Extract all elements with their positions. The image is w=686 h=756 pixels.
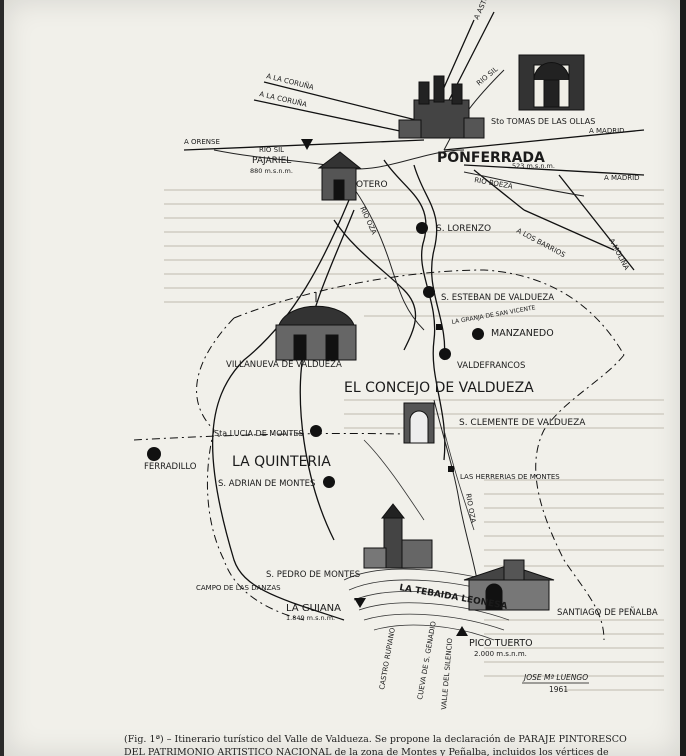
label-pajariel: PAJARIEL (252, 156, 291, 166)
label-orense: A ORENSE (184, 138, 220, 146)
label-quinteria: LA QUINTERIA (232, 454, 331, 470)
label-rio-oza2: RIO OZA (464, 493, 477, 524)
valdueza-map: A LA CORUÑA A LA CORUÑA A ORENSE A MADRI… (133, 0, 664, 710)
label-cueva: CUEVA DE S. GENADIO (416, 620, 438, 700)
label-ponferrada: PONFERRADA (437, 150, 545, 166)
signature: JOSE Mª LUENGO (522, 673, 588, 682)
peak-markers (301, 139, 468, 636)
label-ponferrada-alt: 523 m.s.n.m. (512, 162, 555, 170)
label-otero: OTERO (356, 180, 388, 190)
figure-caption: (Fig. 1ª) – Itinerario turístico del Val… (124, 733, 684, 756)
label-santiago: SANTIAGO DE PEÑALBA (557, 607, 658, 618)
otero-church-icon (317, 151, 362, 201)
label-santo-tomas: Sto TOMAS DE LAS OLLAS (491, 117, 595, 126)
label-madrid2: A MADRID (604, 174, 640, 182)
bleed-through-text (164, 189, 664, 691)
label-astorga: A ASTORGA (473, 0, 498, 21)
santiago-church-icon (463, 559, 555, 611)
label-san-esteban: S. ESTEBAN DE VALDUEZA (441, 293, 554, 303)
label-san-clemente: S. CLEMENTE DE VALDUEZA (459, 418, 586, 428)
castle-icon (398, 75, 485, 139)
label-aquiana: LA GUIANA (286, 603, 341, 614)
label-campo-danzas: CAMPO DE LAS DANZAS (196, 584, 281, 592)
label-concejo: EL CONCEJO DE VALDUEZA (344, 380, 534, 396)
page-edge (680, 0, 686, 756)
place-markers (147, 222, 484, 488)
label-villanueva: VILLANUEVA DE VALDUEZA (226, 360, 342, 370)
label-valdefrancos: VALDEFRANCOS (457, 361, 525, 371)
book-page: A LA CORUÑA A LA CORUÑA A ORENSE A MADRI… (4, 0, 680, 756)
boundary (133, 269, 625, 641)
label-san-lorenzo: S. LORENZO (436, 224, 491, 234)
label-rio-sil1: RIO SIL (475, 65, 499, 87)
label-santa-lucia: Sta LUCIA DE MONTES (214, 429, 304, 438)
signature-year: 1961 (549, 685, 568, 694)
santo-tomas-church-icon (518, 54, 585, 111)
caption-line-1: (Fig. 1ª) – Itinerario turístico del Val… (124, 734, 627, 745)
label-herrerias: LAS HERRERIAS DE MONTES (460, 473, 560, 481)
label-manzanedo: MANZANEDO (491, 328, 554, 339)
rivers-lines (213, 69, 585, 591)
label-pico-alt: 2.000 m.s.n.m. (474, 650, 527, 658)
label-valle: VALLE DEL SILENCIO (440, 637, 454, 710)
caption-line-2: DEL PATRIMONIO ARTISTICO NACIONAL de la … (124, 747, 609, 756)
label-molina: A MOLINA (607, 237, 630, 271)
label-castro: CASTRO RUPIANO (378, 627, 397, 691)
label-san-pedro: S. PEDRO DE MONTES (266, 570, 360, 580)
villanueva-church-icon (275, 292, 357, 361)
label-ferradillo: FERRADILLO (144, 462, 197, 472)
label-madrid1: A MADRID (589, 127, 625, 135)
label-pico-tuerto: PICO TUERTO (469, 638, 533, 649)
label-pajariel-alt: 880 m.s.n.m. (250, 167, 293, 175)
label-aquiana-alt: 1.849 m.s.n.m. (286, 614, 335, 622)
label-rio-sil2: RIO SIL (259, 146, 284, 154)
san-clemente-arch-icon (403, 402, 435, 444)
label-san-adrian: S. ADRIAN DE MONTES (218, 479, 315, 489)
san-pedro-church-icon (363, 503, 433, 569)
